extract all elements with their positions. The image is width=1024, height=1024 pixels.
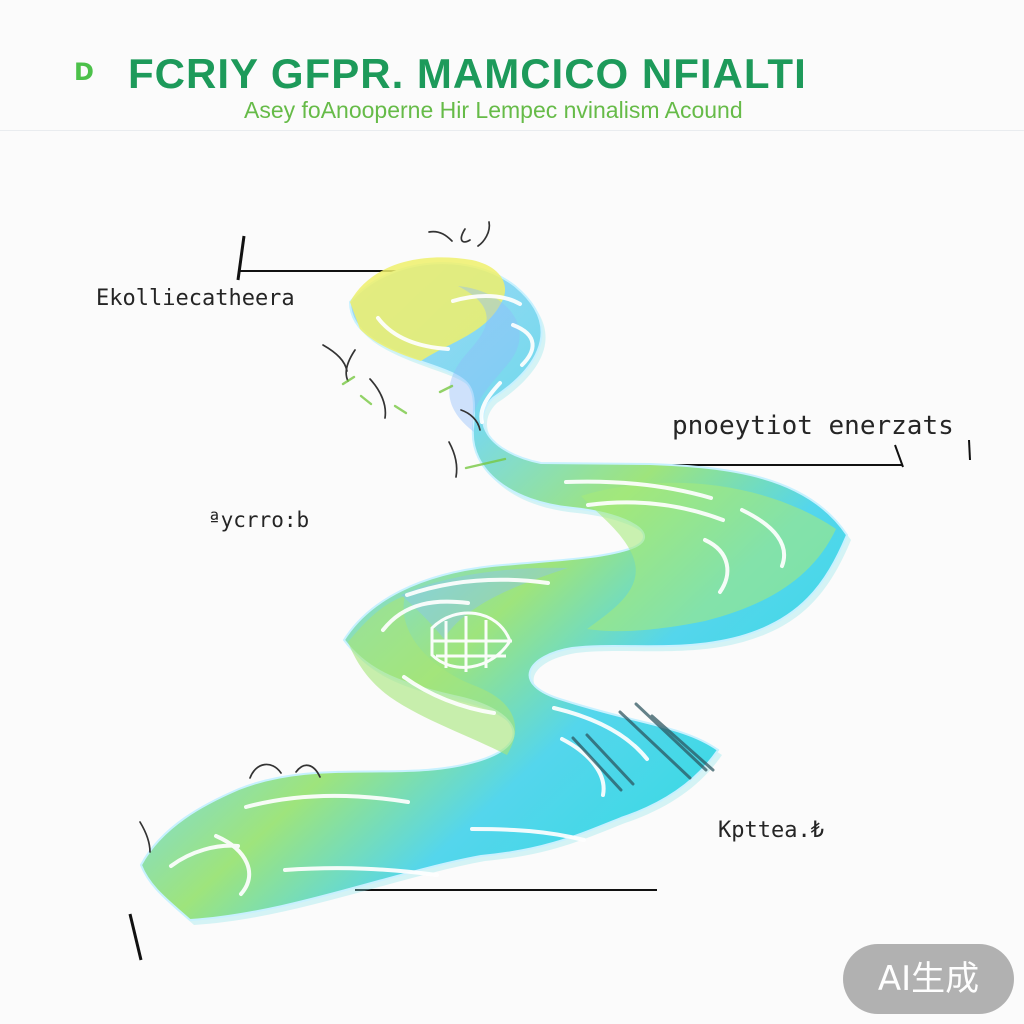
streak-5 (564, 479, 713, 500)
streak-4 (479, 381, 502, 424)
sketch-left-2 (345, 349, 356, 382)
hatch-1 (618, 710, 692, 780)
middle-green-highlight (581, 482, 836, 632)
streak-17 (470, 827, 586, 842)
streak-9 (405, 577, 550, 597)
grid-mark (430, 611, 512, 672)
annotation-label-left-middle: ªycrro:b (208, 508, 310, 532)
loose-sketch-marks (139, 221, 491, 853)
page-subtitle: Asey foAnooperne Hir Lempec nvinalism Ac… (244, 97, 743, 123)
hatch-4 (571, 736, 623, 792)
sketch-left-5 (448, 441, 458, 478)
pointer-tick-bottom-left (128, 913, 143, 961)
hatch-5 (585, 733, 635, 786)
streak-18 (283, 866, 439, 877)
spark-3 (438, 384, 454, 394)
streak-10 (381, 599, 470, 632)
streak-3 (511, 323, 535, 367)
streak-14 (244, 793, 410, 809)
streak-7 (740, 508, 787, 568)
sketch-top-2 (460, 228, 471, 243)
streak-1 (451, 293, 522, 306)
flow-streaks (169, 293, 787, 896)
streak-15 (214, 834, 252, 896)
spark-2 (359, 394, 373, 406)
annotation-label-left-top: Ekolliecatheera (96, 286, 295, 311)
streak-2 (376, 316, 450, 351)
streak-12 (552, 706, 649, 761)
annotation-label-right-bottom: Kpttea.₺ (718, 818, 824, 843)
sketch-left-1 (322, 344, 348, 372)
sketch-top-1 (428, 230, 453, 242)
annotation-label-right-top: pnoeytiot enerzats (672, 411, 954, 441)
pointer-tick-top-left (236, 235, 246, 281)
sketch-left-3 (369, 378, 387, 419)
hatch-2 (634, 702, 708, 772)
sketch-bottom-1 (249, 763, 282, 779)
hatch-3 (650, 714, 715, 772)
lower-green-highlight (348, 596, 516, 755)
sketch-left-4 (460, 409, 481, 431)
top-yellow-highlight (350, 257, 506, 361)
spark-1 (341, 375, 356, 386)
streak-6 (586, 500, 725, 522)
sketch-bottom-3 (139, 821, 151, 853)
header-mark: D (74, 58, 94, 86)
pointer-tick-right-top-a (894, 444, 904, 468)
path-body (139, 262, 849, 922)
pointer-tick-right-top-b (968, 439, 971, 461)
streak-11 (402, 675, 496, 715)
streak-13 (560, 737, 606, 797)
header: D FCRIY GFPR. MAMCICO NFIALTI Asey foAno… (0, 0, 1024, 131)
blue-sheen-top (449, 286, 520, 432)
spark-5 (393, 404, 408, 415)
spark-4 (464, 457, 507, 470)
streak-16 (169, 843, 240, 868)
sketch-bottom-2 (295, 764, 321, 778)
sketch-top-3 (477, 221, 491, 247)
page-title: FCRIY GFPR. MAMCICO NFIALTI (128, 50, 807, 97)
green-sparks (341, 375, 507, 470)
ai-generated-badge: AI生成 (843, 944, 1014, 1014)
streak-8 (703, 538, 730, 594)
dark-hatching (571, 702, 715, 792)
